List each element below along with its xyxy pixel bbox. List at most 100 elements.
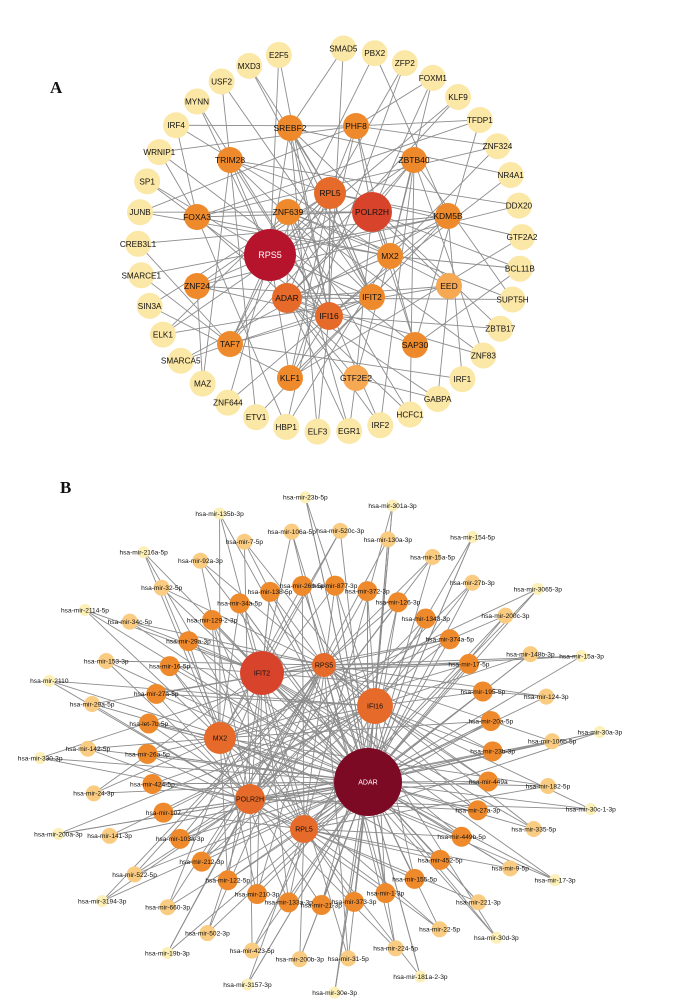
node-a-phf8: PHF8 [343,113,369,139]
node-label: hsa-mir-16-5p [149,663,190,670]
node-label: KDM5B [433,211,463,221]
node-a-adar: ADAR [272,283,302,313]
node-label: FOXA3 [183,212,211,222]
node-b-hsa-mir-27a-3p: hsa-mir-27a-3p [455,800,500,821]
node-label: hsa-mir-153-3p [84,658,129,665]
edge-a-kdm5b-creb3l1 [137,215,449,245]
edge-a-ifit2-taf7 [229,296,373,345]
node-b-hsa-mir-877-3p: hsa-mir-877-3p [313,575,358,596]
node-b-hsa-mir-522-5p: hsa-mir-522-5p [112,866,157,883]
node-label: hsa-mir-20a-5p [468,718,513,725]
node-a-ifit2: IFIT2 [359,284,385,310]
edge-b-rpl5-hsa-mir-3157-3p [247,828,305,985]
edge-a-srebf2-smad5 [289,48,344,129]
node-label: hsa-mir-29a-5p [70,701,115,708]
node-circle [84,695,101,712]
node-label: hsa-mir-154-5p [450,534,495,541]
node-circle [127,199,154,226]
node-label: hsa-mir-29a-3p [166,639,211,646]
node-circle [436,273,462,299]
node-label: GABPA [424,395,452,404]
node-circle [497,607,514,624]
node-label: FOXM1 [419,74,448,83]
node-a-bcl11b: BCL11B [505,255,535,282]
node-label: hsa-mir-301a-3p [368,503,417,510]
edge-a-zbtb40-irf2 [379,159,415,426]
edge-b-rps5-hsa-mir-106a-5p [291,531,325,666]
edge-a-kdm5b-pbx2 [374,53,449,217]
node-label: hsa-mir-103a-3p [156,836,205,843]
node-circle [217,147,243,173]
node-circle [377,243,403,269]
edge-b-rps5-hsa-mir-103a-3p [179,664,325,840]
edge-a-gtf2e2-gabpa [355,377,438,400]
edge-b-ifit2-hsa-mir-210-3p [256,672,263,895]
edge-a-adar-hcfc1 [286,297,411,415]
node-circle [472,681,493,702]
edge-b-ifi16-hsa-mir-30c-1-3p [374,705,591,810]
edge-b-rps5-hsa-mir-15a-3p [323,655,582,666]
node-circle [283,523,300,540]
node-a-ddx20: DDX20 [506,192,533,219]
node-label: hsa-mir-200c-3p [481,613,529,620]
edge-a-srebf2-zbtb17 [289,127,501,330]
node-a-znf324: ZNF324 [483,133,513,160]
edge-a-mx2-zbtb40 [389,159,415,257]
node-circle [544,733,561,750]
node-b-hsa-mir-148b-3p: hsa-mir-148b-3p [506,646,555,663]
edge-b-ifit2-hsa-mir-17-5p [261,663,469,674]
edge-b-mx2-hsa-mir-129-2-3p [211,619,221,739]
node-label: hsa-mir-17-5p [448,661,489,668]
node-label: hsa-mir-660-3p [145,905,190,912]
node-circle [277,365,303,391]
node-label: SUPT5H [496,295,528,304]
node-label: hsa-mir-34a-5p [217,601,262,608]
node-circle [502,860,519,877]
node-circle [404,868,425,889]
node-b-hsa-mir-138-5p: hsa-mir-138-5p [248,581,293,602]
node-b-hsa-mir-195-5p: hsa-mir-195-5p [460,681,506,702]
edge-a-taf7-klf9 [229,96,459,345]
edge-b-ifi16-hsa-mir-372-3p [366,591,376,707]
edge-b-rpl5-hsa-mir-107 [163,812,305,830]
node-label: SREBF2 [273,123,306,133]
edge-a-zbtb40-hcfc1 [409,159,415,415]
node-b-hsa-mir-17-5p: hsa-mir-17-5p [448,653,490,674]
node-circle [357,688,393,724]
node-label: SAP30 [402,340,429,350]
node-circle [142,773,163,794]
node-b-hsa-mir-26b-5p: hsa-mir-26b-5p [280,575,325,596]
edge-b-adar-hsa-mir-423-5p [251,781,369,951]
edge-b-adar-hsa-mir-23b-5p [304,497,369,783]
node-b-hsa-mir-31-5p: hsa-mir-31-5p [328,950,369,967]
node-circle [470,342,497,369]
node-b-polr2h: POLR2H [235,784,265,814]
edge-b-ifit2-hsa-mir-17-3p [261,672,556,881]
node-a-eed: EED [436,273,462,299]
node-circle [375,883,396,904]
node-b-hsa-mir-182-5p: hsa-mir-182-5p [526,778,571,795]
node-circle [379,531,396,548]
node-circle [138,713,159,734]
edge-a-mx2-bcl11b [389,255,520,270]
node-b-hsa-mir-2110: hsa-mir-2110 [30,674,69,687]
node-b-hsa-mir-141-3p: hsa-mir-141-3p [87,827,132,844]
node-b-hsa-mir-212-3p: hsa-mir-212-3p [179,851,224,872]
edge-a-ifi16-elf3 [317,315,330,432]
node-label: MX2 [213,736,228,743]
node-circle [482,741,503,762]
edge-b-mx2-hsa-mir-17-5p [219,663,470,739]
node-label: RPL5 [319,188,341,198]
edge-b-rpl5-hsa-mir-34a-5p [239,603,305,830]
node-circle [184,88,211,115]
node-circle [247,884,268,905]
node-circle [121,613,138,630]
edge-a-adar-phf8 [286,125,357,299]
node-circle [458,653,479,674]
node-circle [419,64,446,91]
node-a-ifi16: IFI16 [315,302,343,330]
edge-a-ifi16-srebf2 [289,127,330,317]
node-circle [137,546,150,559]
node-label: hsa-mir-423-5p [230,948,275,955]
node-b-hsa-mir-15a-3p: hsa-mir-15a-3p [559,650,604,663]
